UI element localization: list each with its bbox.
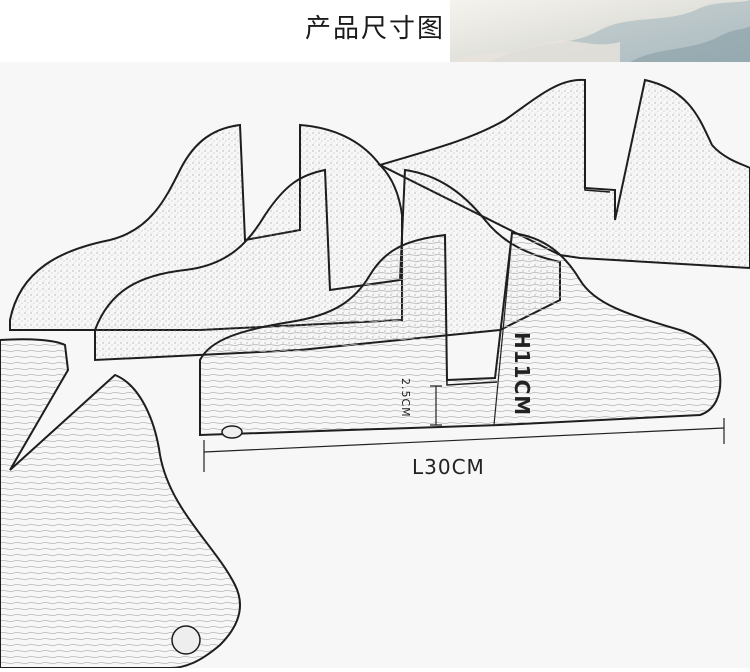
product-sketch-area: L30CM H11CM 2.5CM	[0, 62, 750, 669]
base-height-label: 2.5CM	[399, 378, 412, 418]
base-dimension-line	[430, 385, 442, 426]
header-bar: 产品尺寸图	[0, 0, 750, 62]
stand-back-right	[377, 78, 750, 270]
height-label: H11CM	[510, 332, 534, 417]
stand-foreground	[0, 338, 241, 669]
height-dimension-line	[493, 235, 513, 426]
length-label: L30CM	[412, 455, 485, 479]
page-title: 产品尺寸图	[304, 14, 445, 44]
product-sketch	[0, 78, 750, 669]
ink-wash-decoration	[450, 0, 750, 62]
stand-front	[199, 231, 722, 439]
length-dimension-line	[203, 418, 725, 472]
